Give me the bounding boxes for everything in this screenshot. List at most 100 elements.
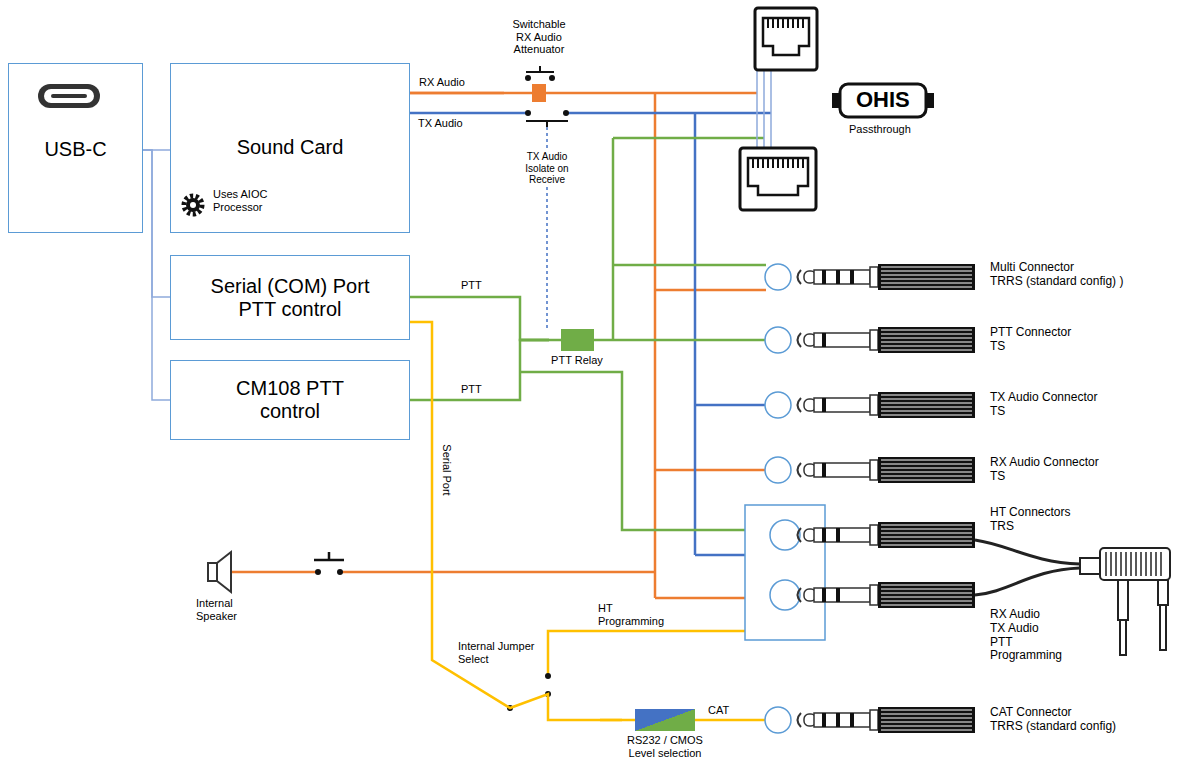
- jack-plug: [881, 541, 972, 542]
- kenwood-plug: [1160, 605, 1166, 650]
- wire-label: PTT: [460, 383, 483, 396]
- isolate-switch: [526, 121, 568, 127]
- switch-contact: [315, 569, 321, 575]
- rj45-jack: [740, 148, 816, 210]
- jack-plug: [878, 327, 975, 353]
- tx-audio-wire: [695, 404, 765, 407]
- jack-plug: [881, 710, 972, 711]
- jack-plug: [870, 710, 878, 730]
- box-title: CM108 PTT control: [236, 377, 344, 423]
- kenwood-plug: [1120, 552, 1122, 576]
- logo-text: OHIS: [856, 89, 910, 111]
- jack-plug: [798, 392, 976, 418]
- jack-plug: [822, 270, 826, 284]
- box-title: Serial (COM) Port PTT control: [211, 275, 370, 321]
- jack-plug: [881, 464, 972, 465]
- jack-plug: [878, 392, 975, 418]
- serial-wire: [548, 631, 765, 720]
- jack-plug: [822, 588, 826, 602]
- usb-c-icon: [38, 84, 100, 108]
- jack-socket: [765, 264, 791, 290]
- rj45-jack: [763, 18, 809, 55]
- jack-plug: [881, 545, 972, 546]
- jack-plug: [881, 334, 972, 335]
- jack-socket: [765, 264, 800, 733]
- level-converter: RS232 / CMOS Level selection: [622, 709, 708, 761]
- signal-wire: [410, 322, 622, 720]
- signal-label: HT Programming: [598, 602, 664, 627]
- rx-audio-wire: [410, 92, 757, 95]
- rj45-jack: [748, 158, 808, 195]
- jack-plug: [881, 342, 972, 343]
- jack-plug: [881, 267, 972, 268]
- jack-plug: [798, 270, 802, 284]
- signal-label: Passthrough: [849, 123, 911, 136]
- ht-socket-panel: [745, 505, 825, 640]
- signal-wire: [143, 150, 170, 400]
- jack-plug: [881, 350, 972, 351]
- signal-label: TX Audio: [418, 117, 463, 130]
- box-title: Switchable RX Audio Attenuator: [512, 18, 565, 56]
- jack-socket: [765, 327, 791, 353]
- isolate-switch: [526, 121, 568, 127]
- jack-plug: [836, 270, 840, 284]
- jack-plug: [870, 330, 878, 350]
- jack-plug: [881, 275, 972, 276]
- jack-plug: [822, 333, 826, 347]
- switch-contact: [563, 110, 569, 116]
- jack-plug: [798, 457, 976, 483]
- jack-plug: [878, 522, 975, 548]
- speaker-icon: [217, 552, 231, 592]
- ptt-wire: [612, 138, 615, 340]
- rj45-jack: [802, 18, 804, 28]
- kenwood-plug: [1100, 548, 1170, 580]
- rj45-jack: [792, 158, 794, 168]
- kenwood-plug: [1140, 552, 1142, 576]
- jack-plug: [836, 713, 840, 727]
- signal-label: RX Audio Connector TS: [990, 456, 1099, 484]
- kenwood-plug: [1110, 552, 1112, 576]
- kenwood-plug: [1115, 552, 1117, 576]
- signal-label: HT Connectors TRS: [990, 506, 1070, 534]
- jack-plug: [814, 270, 870, 284]
- kenwood-plug: [1145, 552, 1147, 576]
- jack-plug: [878, 264, 975, 290]
- kenwood-plug: [1130, 552, 1132, 576]
- jack-plug: [881, 287, 972, 288]
- jack-plug: [814, 463, 870, 477]
- rj45-jack: [787, 18, 789, 28]
- jack-plug: [870, 395, 878, 415]
- jack-plug: [870, 585, 878, 605]
- kenwood-plug: [1080, 548, 1170, 655]
- jack-plug: [822, 398, 826, 412]
- signal-label: PTT Connector TS: [990, 326, 1071, 354]
- kenwood-plug: [1150, 552, 1152, 576]
- jack-plug: [798, 463, 802, 477]
- ptt-wire: [613, 264, 766, 267]
- jack-plug: [798, 588, 802, 602]
- rx-audio-wire: [232, 571, 318, 574]
- jack-plug: [881, 597, 972, 598]
- jack-plug: [870, 525, 878, 545]
- jack-plug: [814, 713, 870, 727]
- wire-label: Serial Port: [441, 443, 454, 496]
- jack-socket: [765, 707, 791, 733]
- signal-label: Internal Speaker: [196, 597, 237, 622]
- jack-plug: [881, 537, 972, 538]
- serial-port-box: Serial (COM) Port PTT control: [170, 255, 410, 340]
- box-title: USB-C: [44, 138, 106, 161]
- signal-wire: [143, 150, 170, 297]
- gear-icon: [184, 196, 202, 214]
- jack-plug: [798, 582, 976, 608]
- ptt-wire: [520, 138, 766, 530]
- signal-wire: [410, 92, 504, 95]
- jack-plug: [870, 267, 878, 287]
- kenwood-plug: [1080, 558, 1100, 574]
- jack-plug: [798, 264, 976, 290]
- signal-label: TX Audio Connector TS: [990, 391, 1097, 419]
- jack-plug: [881, 346, 972, 347]
- jack-plug: [881, 726, 972, 727]
- rj45-jack: [782, 158, 784, 168]
- wire-label: RX Audio: [418, 76, 466, 89]
- jack-plug: [814, 333, 870, 347]
